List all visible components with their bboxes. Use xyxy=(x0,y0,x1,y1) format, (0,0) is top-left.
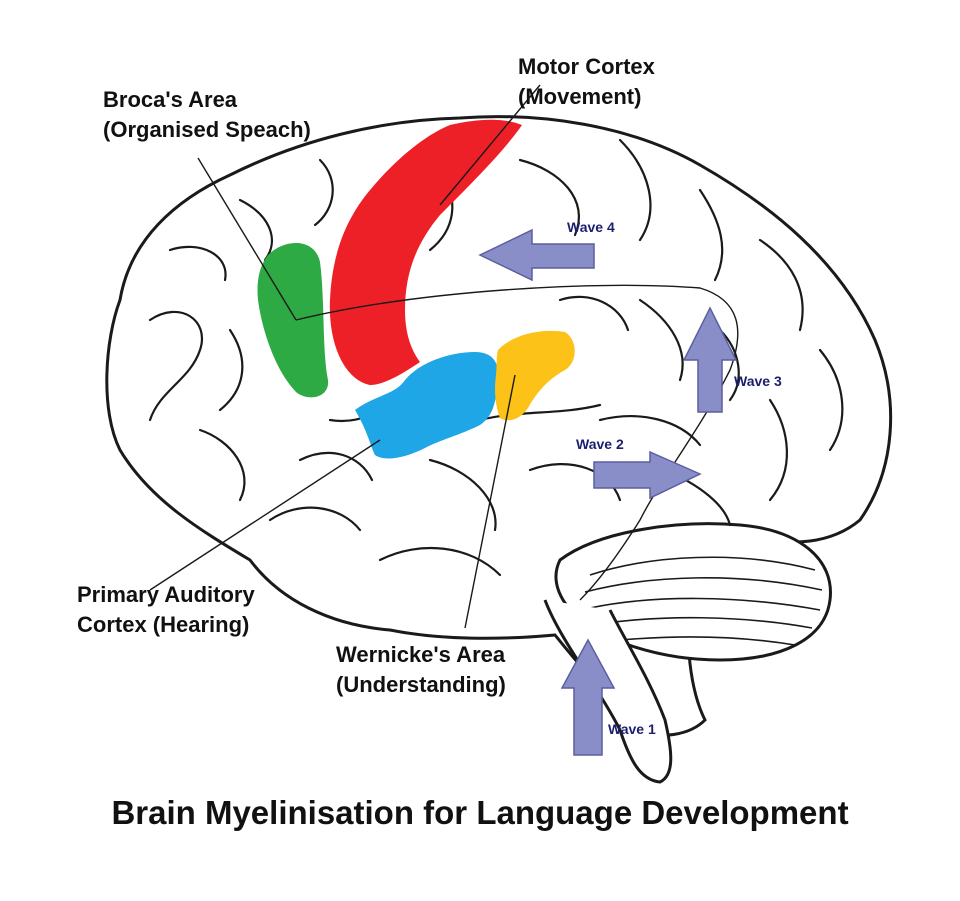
broca-area-label: Broca's Area (Organised Speach) xyxy=(103,85,311,145)
broca-area-subtitle: (Organised Speach) xyxy=(103,117,311,142)
motor-cortex-region xyxy=(329,119,522,385)
motor-cortex-subtitle: (Movement) xyxy=(518,84,642,109)
broca-area-region xyxy=(257,243,329,398)
leader-lines xyxy=(149,84,739,629)
wave-1-label: Wave 1 xyxy=(608,721,656,737)
primary-auditory-cortex-label: Primary Auditory Cortex (Hearing) xyxy=(77,580,255,640)
diagram-title: Brain Myelinisation for Language Develop… xyxy=(111,794,849,831)
motor-leader-line xyxy=(439,84,541,206)
wave-arrows xyxy=(478,228,738,756)
wernicke-leader-line xyxy=(464,374,516,629)
motor-cortex-title: Motor Cortex xyxy=(518,54,655,79)
motor-cortex-label: Motor Cortex (Movement) xyxy=(518,52,655,112)
broca-area-title: Broca's Area xyxy=(103,87,238,112)
primary-auditory-cortex-region xyxy=(355,352,499,459)
wave-3-arrow xyxy=(682,306,738,413)
wave-4-arrow xyxy=(478,228,595,282)
primary-auditory-cortex-subtitle: Cortex (Hearing) xyxy=(77,612,250,637)
cerebellum-folds xyxy=(584,556,823,646)
primary-auditory-cortex-title: Primary Auditory xyxy=(77,582,255,607)
wernicke-area-label: Wernicke's Area (Understanding) xyxy=(336,640,506,700)
wave-2-label: Wave 2 xyxy=(576,436,624,452)
wave-3-label: Wave 3 xyxy=(734,373,782,389)
connection-arc xyxy=(295,284,739,601)
wernicke-area-subtitle: (Understanding) xyxy=(336,672,506,697)
auditory-leader-line xyxy=(149,439,381,591)
broca-leader-line xyxy=(197,157,297,321)
brain-folds xyxy=(148,138,844,577)
wernicke-area-title: Wernicke's Area xyxy=(336,642,506,667)
wave-1-arrow xyxy=(560,638,616,756)
wernicke-area-region xyxy=(495,330,575,421)
wave-4-label: Wave 4 xyxy=(567,219,615,235)
wave-2-arrow xyxy=(593,450,702,500)
